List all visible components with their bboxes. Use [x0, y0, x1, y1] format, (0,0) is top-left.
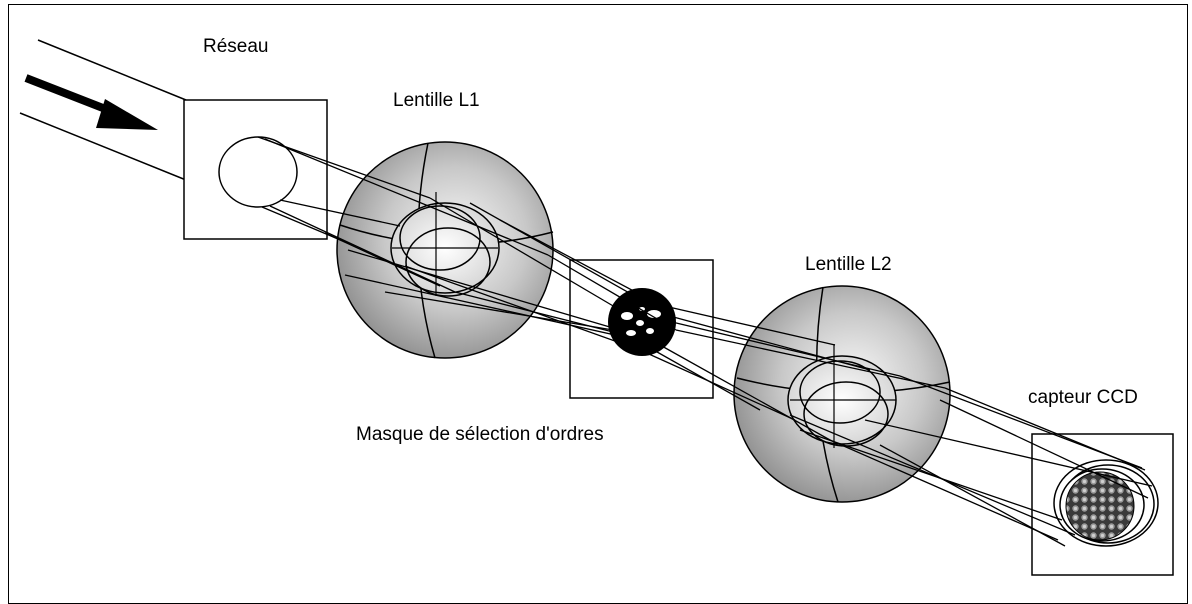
lens-l1-label: Lentille L1 [393, 90, 480, 111]
direction-arrow-icon [24, 74, 158, 130]
mask-label: Masque de sélection d'ordres [356, 424, 604, 445]
grating-label: Réseau [203, 36, 269, 57]
lens-l1 [336, 141, 554, 359]
beam-rays [257, 136, 1153, 547]
lens-l2-label: Lentille L2 [805, 254, 892, 275]
sensor-label: capteur CCD [1028, 387, 1138, 408]
grating [183, 99, 328, 240]
lens-l2 [733, 285, 951, 503]
incoming-beam [19, 39, 187, 181]
ccd-sensor [1031, 433, 1174, 576]
